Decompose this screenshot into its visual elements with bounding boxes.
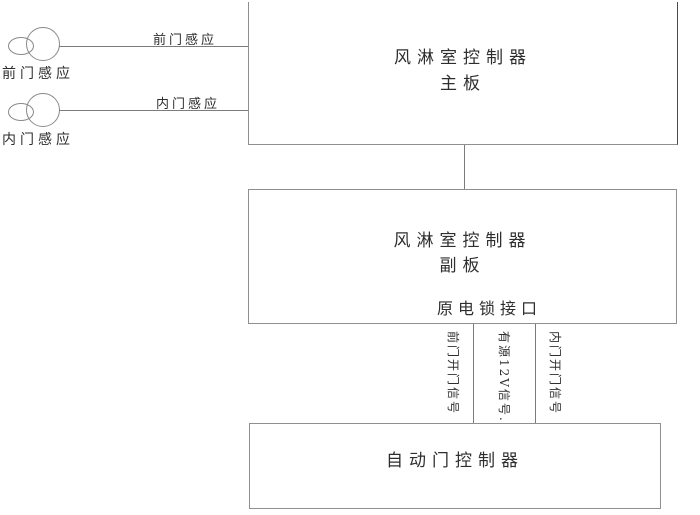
sub-board-title-line1: 风淋室控制器 bbox=[393, 231, 532, 251]
inner-door-sensor-label: 内门感应 bbox=[2, 132, 74, 148]
front-door-sensor-wire-label: 前门感应 bbox=[153, 33, 218, 48]
main-board-title-line1: 风淋室控制器 bbox=[394, 48, 532, 68]
inner-door-sensor-wire bbox=[59, 110, 248, 111]
air-shower-sub-board-box: 风淋室控制器 副板 原电锁接口 bbox=[248, 189, 677, 324]
power-12v-signal-line bbox=[535, 324, 536, 423]
front-door-sensor-wire bbox=[59, 46, 248, 47]
front-door-sensor-label: 前门感应 bbox=[2, 66, 74, 82]
front-door-open-signal-line bbox=[473, 324, 474, 423]
air-shower-main-board-box: 风淋室控制器 主板 bbox=[248, 2, 678, 145]
inner-door-sensor-ellipse bbox=[8, 103, 34, 121]
lock-port-label: 原电锁接口 bbox=[437, 299, 543, 318]
front-door-open-signal-label: 前门开门信号 bbox=[446, 331, 460, 416]
sub-board-title-line2: 副板 bbox=[439, 256, 486, 276]
auto-door-controller-box: 自动门控制器 bbox=[249, 423, 661, 509]
power-12v-signal-label: 有源12V信号. bbox=[497, 331, 511, 423]
inner-door-open-signal-label: 内门开门信号 bbox=[548, 331, 562, 416]
main-board-title-line2: 主板 bbox=[440, 74, 486, 94]
auto-door-controller-title: 自动门控制器 bbox=[386, 451, 524, 471]
board-connector-line bbox=[464, 145, 465, 189]
front-door-sensor-ellipse bbox=[8, 37, 34, 55]
inner-door-sensor-wire-label: 内门感应 bbox=[156, 97, 221, 112]
